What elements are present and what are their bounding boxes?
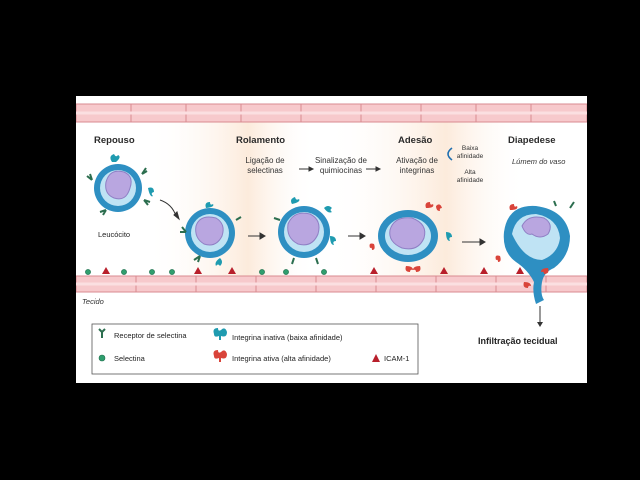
top-endothelium [76,103,587,123]
step-selectin-binding: Ligação de selectinas [245,156,285,175]
flow-arrows [159,147,486,246]
stage-rolling-title: Rolamento [236,135,286,146]
tissue-infiltration-label: Infiltração tecidual [478,336,558,346]
stage-resting-title: Repouso [94,135,135,146]
stage-adhesion-title: Adesão [398,135,433,146]
leukocyte-diapedesis [495,200,575,327]
step-integrin-activation: Ativação de integrinas [396,156,438,175]
low-affinity-label: Baixa afinidade [456,145,484,160]
legend-icam1: ICAM-1 [384,354,410,363]
stage-diapedesis-title: Diapedese [508,135,556,146]
high-affinity-label: Alta afinidade [456,169,484,184]
tissue-label: Tecido [82,297,104,306]
leukocyte-rolling-1 [180,202,242,266]
legend-active-integrin: Integrina ativa (alta afinidade) [232,354,331,363]
legend-box [91,323,419,375]
legend-icons [98,328,380,362]
leukocyte-label: Leucócito [98,230,131,239]
legend-selectin: Selectina [114,354,145,363]
step-chemokine-signaling: Sinalização de quimiocinas [314,156,368,175]
icam1-markers [102,267,524,274]
bottom-endothelium [76,275,587,293]
selectin-markers [85,269,327,275]
leukocyte-rolling-2 [273,197,336,265]
leukocyte-adhesion [369,202,452,272]
legend-selectin-receptor: Receptor de selectina [114,331,187,340]
vessel-lumen-label: Lúmem do vaso [512,157,566,166]
leukocyte-resting [86,154,154,216]
leukocyte-adhesion-diagram: Repouso Rolamento Adesão Diapedese Ligaç… [76,96,587,383]
legend-inactive-integrin: Integrina inativa (baixa afinidade) [232,333,343,342]
diagram-canvas [76,103,587,375]
